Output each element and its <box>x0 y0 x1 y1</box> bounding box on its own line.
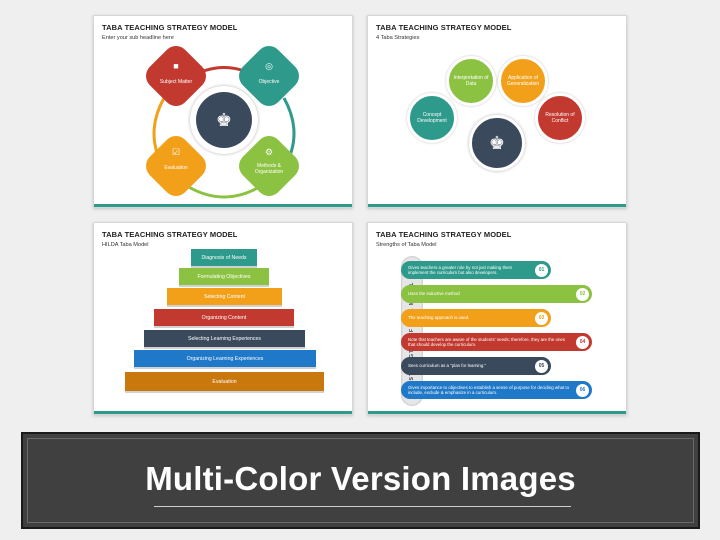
banner: Multi-Color Version Images <box>21 432 700 529</box>
strength-item-1: Gives teachers a greater role by not jus… <box>401 261 551 279</box>
circle-concept-development: Concept Development <box>407 93 457 143</box>
chess-strategy-icon: ♚ <box>469 115 525 171</box>
pyramid-step-5: Selecting Learning Experiences <box>144 330 305 347</box>
strength-item-3: The teaching approach is used. 03 <box>401 309 551 327</box>
banner-frame <box>27 438 694 523</box>
strength-text: Note that teachers are aware of the stud… <box>408 336 566 347</box>
circle-resolution-of-conflict: Resolution of Conflict <box>535 93 585 143</box>
petal-label: Evaluation <box>164 165 188 171</box>
pyramid-step-7: Evaluation <box>125 372 324 391</box>
pyramid-step-1: Diagnosis of Needs <box>191 249 257 266</box>
petal-label: Subject Matter <box>159 79 193 85</box>
pyramid-step-3: Selecting Content <box>167 288 282 305</box>
slide-thumbnail-4[interactable]: TABA TEACHING STRATEGY MODEL Strengths o… <box>367 222 627 415</box>
strength-text: Gives importance to objectives to establ… <box>408 384 570 395</box>
circle-label: Interpretation of Data <box>453 75 489 87</box>
strength-item-5: Sees curriculum as a "plan for learning.… <box>401 357 551 375</box>
slide-title: TABA TEACHING STRATEGY MODEL <box>102 230 238 239</box>
petal-label: Methods & Organization <box>254 163 284 175</box>
strength-item-4: Note that teachers are aware of the stud… <box>401 333 592 351</box>
slide-title: TABA TEACHING STRATEGY MODEL <box>376 230 512 239</box>
circle-label: Concept Development <box>417 112 447 124</box>
circle-label: Resolution of Conflict <box>545 112 575 124</box>
strength-text: Uses the inductive method <box>408 291 460 297</box>
chess-strategy-icon: ♚ <box>196 92 252 148</box>
strength-number: 03 <box>535 311 548 325</box>
petal-label: Objective <box>258 79 280 85</box>
slide-thumbnail-2[interactable]: TABA TEACHING STRATEGY MODEL 4 Taba Stra… <box>367 15 627 208</box>
teacher-icon: ■ <box>173 61 179 71</box>
gears-icon: ⚙ <box>264 147 274 157</box>
slide-thumbnail-3[interactable]: TABA TEACHING STRATEGY MODEL HILDA Taba … <box>93 222 353 415</box>
slide-title: TABA TEACHING STRATEGY MODEL <box>102 23 238 32</box>
slide-subtitle: Strengths of Taba Model <box>376 242 437 248</box>
circle-application-of-generalization: Application of Generalization <box>498 56 548 106</box>
pyramid-step-6: Organizing Learning Experiences <box>134 350 316 367</box>
strength-text: The teaching approach is used. <box>408 315 470 321</box>
slide-title: TABA TEACHING STRATEGY MODEL <box>376 23 512 32</box>
slide-thumbnail-1[interactable]: TABA TEACHING STRATEGY MODEL Enter your … <box>93 15 353 208</box>
banner-title: Multi-Color Version Images <box>145 460 576 497</box>
slide-subtitle: HILDA Taba Model <box>102 242 149 248</box>
strength-text: Gives teachers a greater role by not jus… <box>408 264 513 275</box>
banner-underline <box>154 506 571 507</box>
circle-label: Application of Generalization <box>506 75 540 87</box>
slide-subtitle: 4 Taba Strategies <box>376 35 420 41</box>
strength-number: 02 <box>576 287 589 301</box>
strength-number: 04 <box>576 335 589 349</box>
pyramid-step-4: Organizing Content <box>154 309 294 326</box>
circle-interpretation-of-data: Interpretation of Data <box>446 56 496 106</box>
strength-text: Sees curriculum as a "plan for learning.… <box>408 363 487 369</box>
slide-subtitle: Enter your sub headline here <box>102 35 174 41</box>
target-icon: ◎ <box>265 61 273 71</box>
strength-number: 06 <box>576 383 589 397</box>
strength-number: 05 <box>535 359 548 373</box>
strength-number: 01 <box>535 263 548 277</box>
checklist-icon: ☑ <box>171 147 181 157</box>
pyramid-step-2: Formulating Objectives <box>179 268 269 285</box>
strength-item-6: Gives importance to objectives to establ… <box>401 381 592 399</box>
strength-item-2: Uses the inductive method 02 <box>401 285 592 303</box>
